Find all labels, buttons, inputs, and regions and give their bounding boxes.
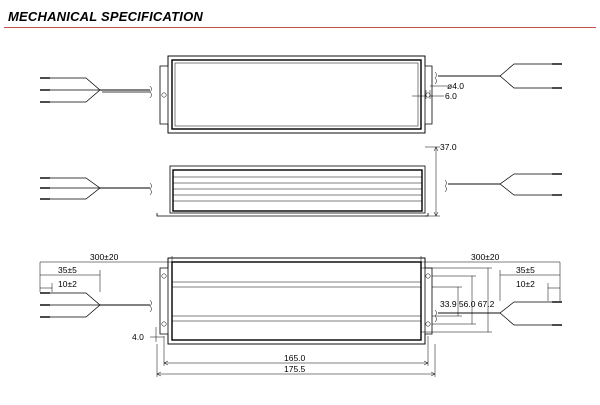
top-view	[40, 55, 562, 134]
dim-overall-length: 175.5	[284, 364, 306, 374]
side-view	[40, 146, 562, 217]
dim-height: 37.0	[440, 142, 457, 152]
dim-right-wire-length: 300±20	[471, 252, 500, 262]
title-bar: MECHANICAL SPECIFICATION	[4, 5, 596, 28]
dim-right-tin-length: 10±2	[516, 279, 535, 289]
dim-left-tin-length: 10±2	[58, 279, 77, 289]
bottom-view	[39, 256, 562, 377]
dim-width-values: 33.9 56.0 67.2	[440, 299, 495, 309]
page-title: MECHANICAL SPECIFICATION	[8, 9, 203, 24]
dim-hole-diameter: ø4.0	[447, 81, 464, 91]
dim-right-strip-length: 35±5	[516, 265, 535, 275]
dim-left-strip-length: 35±5	[58, 265, 77, 275]
dim-mount-hole-offset: 4.0	[132, 332, 144, 342]
dim-slot-width: 6.0	[445, 91, 457, 101]
dim-mount-spacing: 165.0	[284, 353, 306, 363]
dim-left-wire-length: 300±20	[90, 252, 119, 262]
